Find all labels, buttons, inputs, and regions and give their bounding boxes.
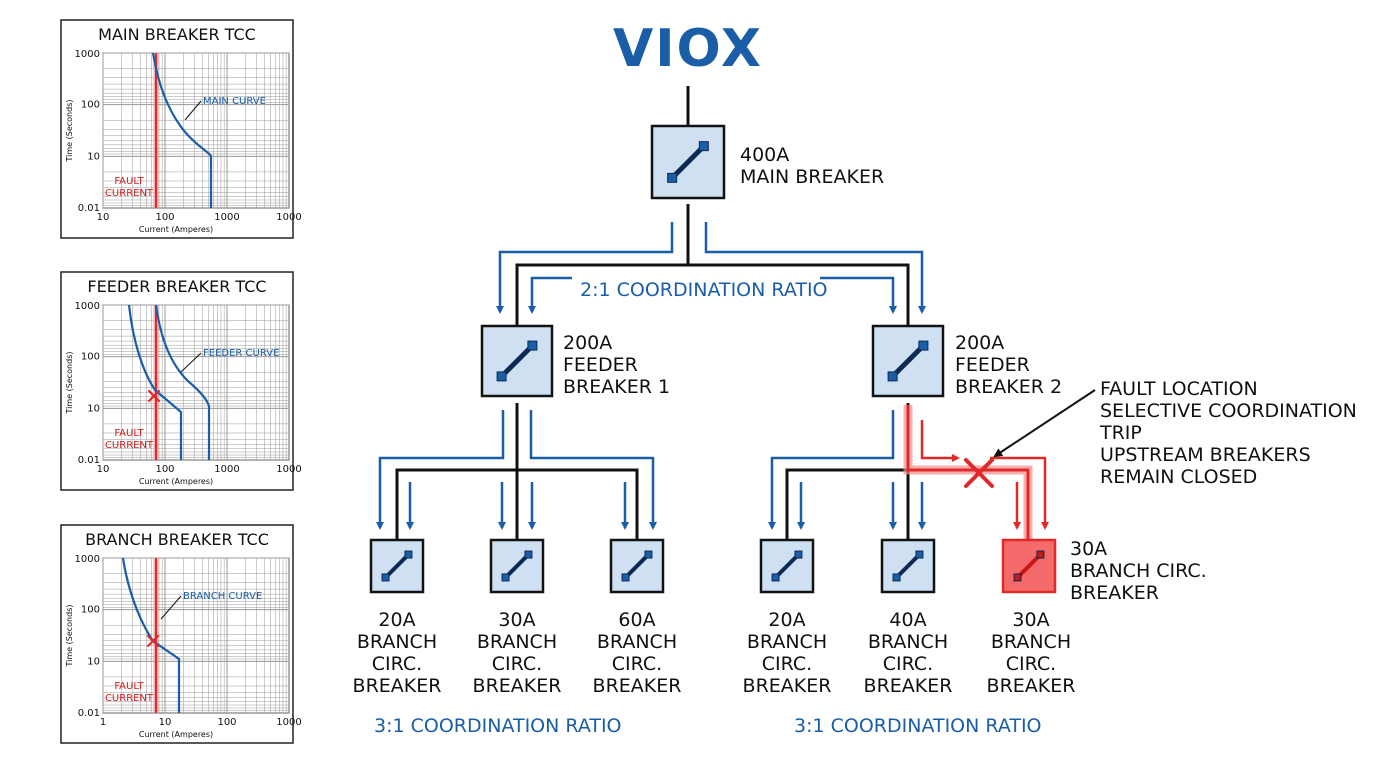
feeder-breaker-1[interactable] [480,324,554,398]
branch-breaker-40a[interactable] [880,538,936,594]
feeder-2-label: 200A FEEDER BREAKER 2 [955,332,1062,398]
breaker-switch-icon [667,141,709,183]
tcc-x-axis-label: Current (Amperes) [139,730,213,739]
tcc-y-tick: 100 [81,352,100,363]
tcc-x-tick: 100 [155,212,174,223]
tcc-x-tick: 10 [97,212,110,223]
tcc-y-tick: 100 [81,605,100,616]
ratio-top: 2:1 COORDINATION RATIO [580,279,828,301]
branch-breaker-30a[interactable] [489,538,545,594]
branch-breaker-20a-left[interactable] [369,538,425,594]
tcc-x-tick: 1000 [214,464,239,475]
tcc-x-tick: 10 [97,464,110,475]
tcc-x-tick: 1000 [214,212,239,223]
tcc-x-axis-label: Current (Amperes) [139,225,213,234]
tcc-curve [154,304,211,460]
tcc-y-axis-label: Time (Seconds) [65,352,74,415]
tcc-y-tick: 10 [87,403,100,414]
breaker-switch-icon [621,550,653,582]
main-breaker-label: 400A MAIN BREAKER [740,144,884,188]
tcc-y-tick: 10 [87,151,100,162]
tcc-grid [102,557,290,714]
breaker-switch-icon [381,550,413,582]
tcc-y-tick: 0.01 [78,708,100,719]
fault-x-icon [964,458,994,488]
flow-arrows [376,222,926,530]
breaker-switch-icon [887,340,929,382]
tcc-title: FEEDER BREAKER TCC [87,277,266,296]
ratio-bottom-right: 3:1 COORDINATION RATIO [794,715,1042,737]
tcc-plot-area [102,52,290,209]
tcc-y-tick: 10 [87,656,100,667]
viox-logo: VIOX [613,19,763,79]
breaker-switch-icon [771,550,803,582]
fault-path [903,389,1096,540]
tcc-title: BRANCH BREAKER TCC [85,530,269,549]
tcc-title: MAIN BREAKER TCC [98,25,256,44]
tcc-y-axis-label: Time (Seconds) [65,100,74,163]
fault-note: FAULT LOCATION SELECTIVE COORDINATION TR… [1099,378,1363,488]
tcc-trip-x-icon [146,634,160,648]
breaker-switch-icon [892,550,924,582]
main-breaker[interactable] [650,124,726,200]
tcc-curve-label: FEEDER CURVE [203,348,279,359]
tcc-y-tick: 0.01 [78,203,100,214]
tcc-y-tick: 0.01 [78,455,100,466]
tcc-y-tick: 1000 [75,554,100,565]
tcc-x-tick: 1 [100,717,106,728]
tcc-x-tick: 1000 [276,212,301,223]
tcc-y-tick: 100 [81,100,100,111]
breaker-switch-icon [1013,550,1045,582]
tcc-x-tick: 1000 [276,717,301,728]
branch-breaker-30a-faulted[interactable] [1001,538,1057,594]
tcc-x-tick: 1000 [276,464,301,475]
breaker-switch-icon [501,550,533,582]
tcc-x-tick: 100 [155,464,174,475]
feeder-breaker-2[interactable] [871,324,945,398]
tcc-trip-x-icon [147,389,161,403]
tcc-grid [102,304,290,461]
ratio-bottom-left: 3:1 COORDINATION RATIO [374,715,622,737]
breaker-body [871,324,945,398]
faulted-side-label: 30A BRANCH CIRC. BREAKER [1070,538,1213,604]
tcc-y-axis-label: Time (Seconds) [65,605,74,668]
tcc-x-tick: 100 [217,717,236,728]
tcc-x-axis-label: Current (Amperes) [139,477,213,486]
tcc-curve-label: BRANCH CURVE [183,591,262,602]
tcc-curve-secondary [127,304,183,460]
tcc-x-tick: 10 [159,717,172,728]
tcc-panel-branch: BRANCH BREAKER TCC 1000 100 10 0.011 10 100 100… [60,524,302,744]
tcc-curve-label: MAIN CURVE [203,96,266,107]
branch-breaker-60a[interactable] [609,538,665,594]
tcc-plot-area [102,304,290,461]
fault-pointer [993,389,1096,458]
breaker-switch-icon [496,340,538,382]
tcc-curve [151,52,213,208]
tcc-y-tick: 1000 [75,301,100,312]
feeder-1-label: 200A FEEDER BREAKER 1 [563,332,670,398]
tcc-y-tick: 1000 [75,49,100,60]
branch-breaker-20a-right[interactable] [759,538,815,594]
